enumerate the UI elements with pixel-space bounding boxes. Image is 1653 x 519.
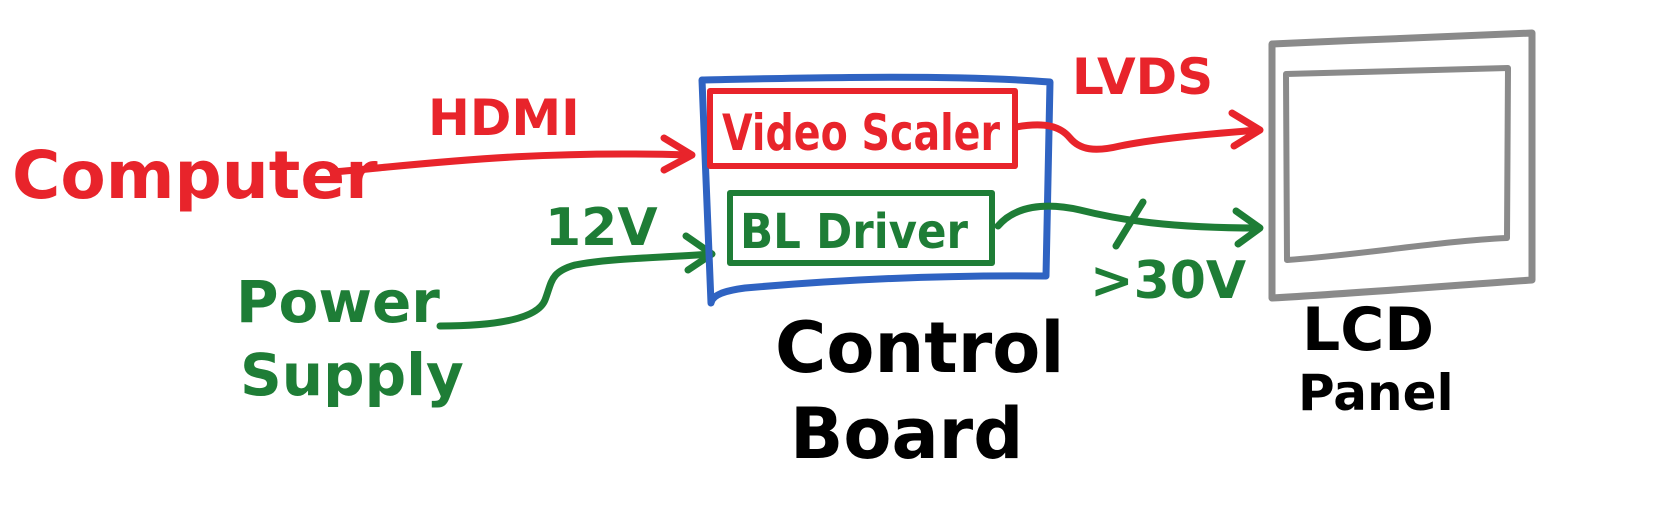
lvds-arrow: [1012, 121, 1262, 153]
backlight-slash: [1112, 198, 1147, 250]
power-supply-label-line2: Supply: [240, 341, 464, 409]
control-board-label-line2: Board: [790, 393, 1023, 475]
bl-driver-label: BL Driver: [740, 204, 968, 260]
lcd-panel-label-line1: LCD: [1302, 295, 1434, 365]
lvds-label: LVDS: [1072, 48, 1213, 106]
hdmi-label: HDMI: [428, 89, 580, 147]
lcd-panel-label-line2: Panel: [1298, 364, 1454, 422]
bl-driver-box: [727, 190, 995, 266]
input-voltage-label: 12V: [545, 198, 658, 258]
output-voltage-label: >30V: [1090, 251, 1246, 311]
backlight-arrowhead: [1232, 207, 1264, 248]
lcd-panel-outer-frame: [1268, 29, 1536, 302]
control-board-label-line1: Control: [775, 307, 1064, 389]
control-board-box: [698, 73, 1054, 307]
hdmi-arrowhead: [660, 134, 696, 174]
power-supply-label-line1: Power: [236, 268, 440, 336]
lcd-panel-screen: [1283, 65, 1511, 263]
computer-label: Computer: [12, 137, 378, 214]
power-arrow: [436, 250, 714, 330]
video-scaler-label: Video Scaler: [722, 104, 1000, 162]
backlight-arrow: [994, 202, 1262, 232]
lvds-arrowhead: [1228, 109, 1264, 150]
hdmi-arrow: [329, 150, 694, 176]
